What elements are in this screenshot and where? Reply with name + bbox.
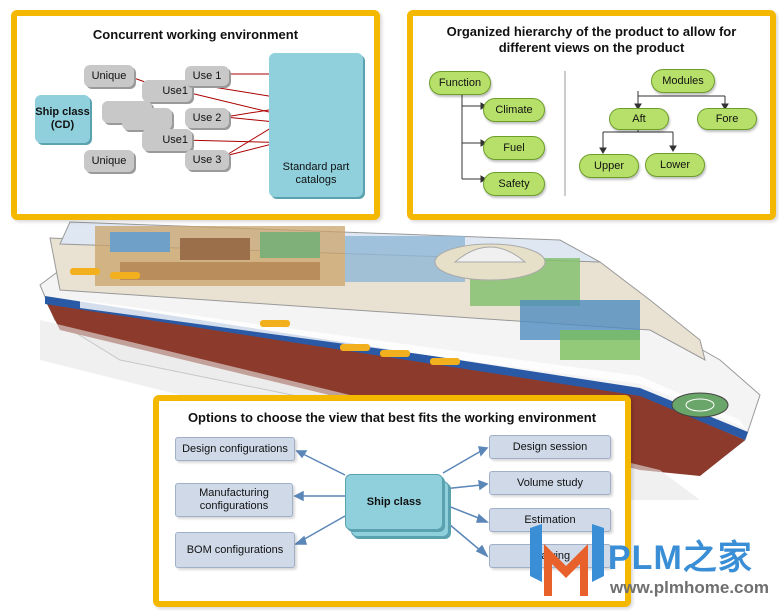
upper-node: Upper (579, 154, 639, 178)
panel-title: Options to choose the view that best fit… (187, 410, 597, 425)
volume-study-box: Volume study (489, 471, 611, 495)
brand-url: www.plmhome.com (610, 578, 770, 597)
ship-class-label: Ship class (366, 496, 422, 508)
ship-class-box: Ship class (345, 474, 443, 530)
use-3-node: Use 3 (185, 150, 229, 170)
design-session-box: Design session (489, 435, 611, 459)
stack-node-2 (122, 108, 172, 130)
bom-configurations-box: BOM configurations (175, 532, 295, 568)
climate-node: Climate (483, 98, 545, 122)
panel-title-line2: different views on the product (498, 40, 685, 55)
aft-node: Aft (609, 108, 669, 130)
estimation-box: Estimation (489, 508, 611, 532)
design-configurations-box: Design configurations (175, 437, 295, 461)
standard-part-catalogs-box: Standard part catalogs (269, 53, 363, 197)
lower-node: Lower (645, 153, 705, 177)
ship-class-cd-label: Ship class (CD) (35, 106, 90, 131)
view-options-panel: Options to choose the view that best fit… (153, 395, 631, 607)
unique-node-top: Unique (84, 65, 134, 87)
use-1-node: Use 1 (185, 66, 229, 86)
concurrent-environment-panel: Concurrent working environment Unique Us… (11, 10, 380, 220)
fore-node: Fore (697, 108, 757, 130)
standard-part-catalogs-label: Standard part catalogs (282, 161, 350, 186)
modules-node: Modules (651, 69, 715, 93)
panel-title: Concurrent working environment (92, 27, 299, 42)
view-options-arrows (293, 446, 489, 558)
plm-home-logo-icon (530, 524, 604, 596)
manufacturing-configurations-box: Manufacturing configurations (175, 483, 293, 517)
function-node: Function (429, 71, 491, 95)
hierarchy-panel: Organized hierarchy of the product to al… (407, 10, 776, 220)
use-2-node: Use 2 (185, 108, 229, 128)
unique-node-bottom: Unique (84, 150, 134, 172)
brand-name: PLM之家 (608, 539, 753, 577)
panel-title-line1: Organized hierarchy of the product to al… (446, 24, 737, 39)
safety-node: Safety (483, 172, 545, 196)
use1-node-top: Use1 (142, 80, 192, 102)
use1-node-bottom: Use1 (142, 129, 192, 151)
fuel-node: Fuel (483, 136, 545, 160)
ship-class-cd-box: Ship class (CD) (35, 95, 90, 143)
